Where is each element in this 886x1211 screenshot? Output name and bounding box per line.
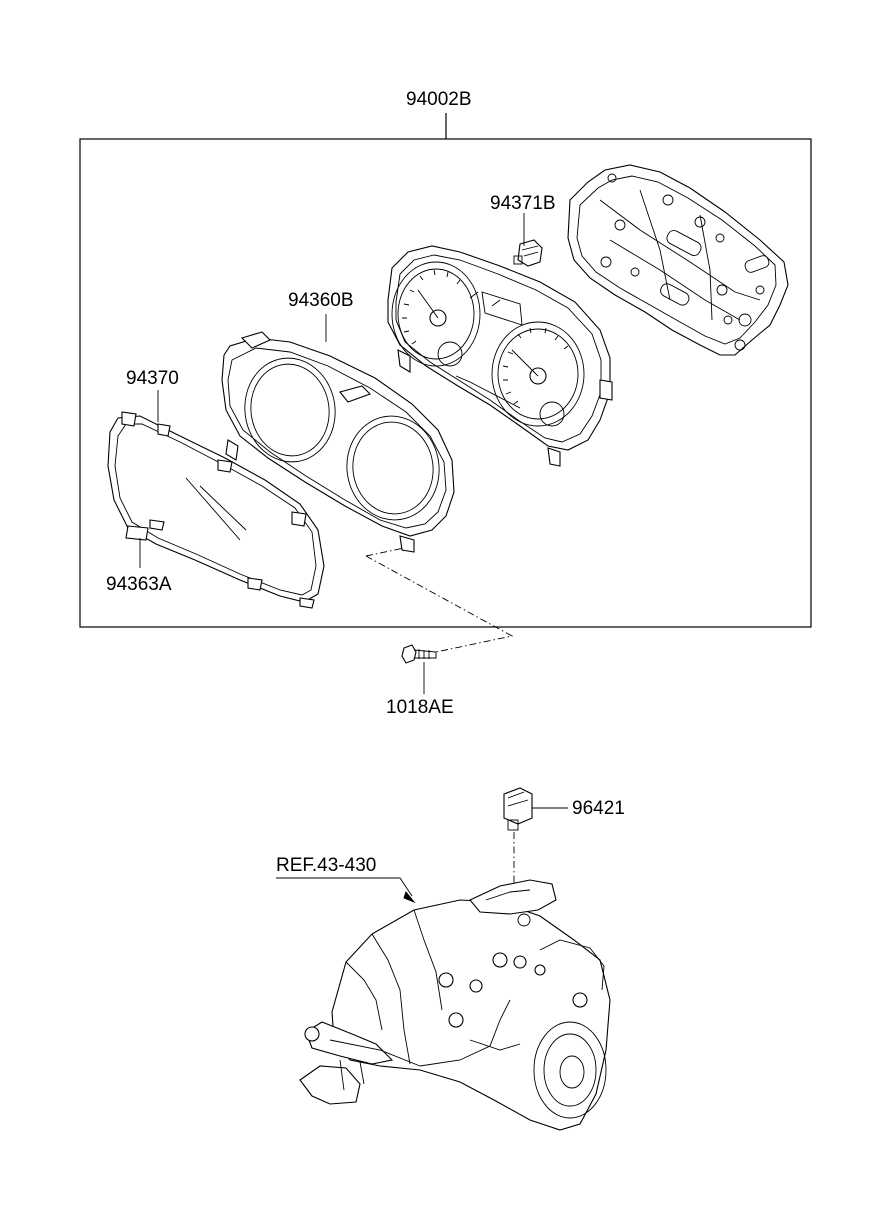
label-94002b: 94002B — [406, 89, 472, 110]
leader-lines — [139, 213, 525, 694]
assembly-frame — [79, 113, 812, 628]
label-1018ae: 1018AE — [386, 697, 454, 718]
rear-plate-drawing — [567, 164, 789, 356]
label-94371b: 94371B — [490, 193, 556, 214]
label-94370: 94370 — [126, 368, 179, 389]
sensor-drawing — [503, 787, 568, 900]
glass-drawing — [107, 411, 325, 609]
label-ref-43-430: REF.43-430 — [276, 855, 377, 876]
label-94360b: 94360B — [288, 290, 354, 311]
label-94363a: 94363A — [106, 574, 172, 595]
screw-drawing — [365, 547, 514, 664]
gauge-panel-drawing — [387, 245, 613, 467]
socket-drawing — [513, 239, 543, 267]
hood-drawing — [221, 331, 455, 553]
transaxle-drawing — [276, 877, 611, 1131]
label-96421: 96421 — [572, 798, 625, 819]
